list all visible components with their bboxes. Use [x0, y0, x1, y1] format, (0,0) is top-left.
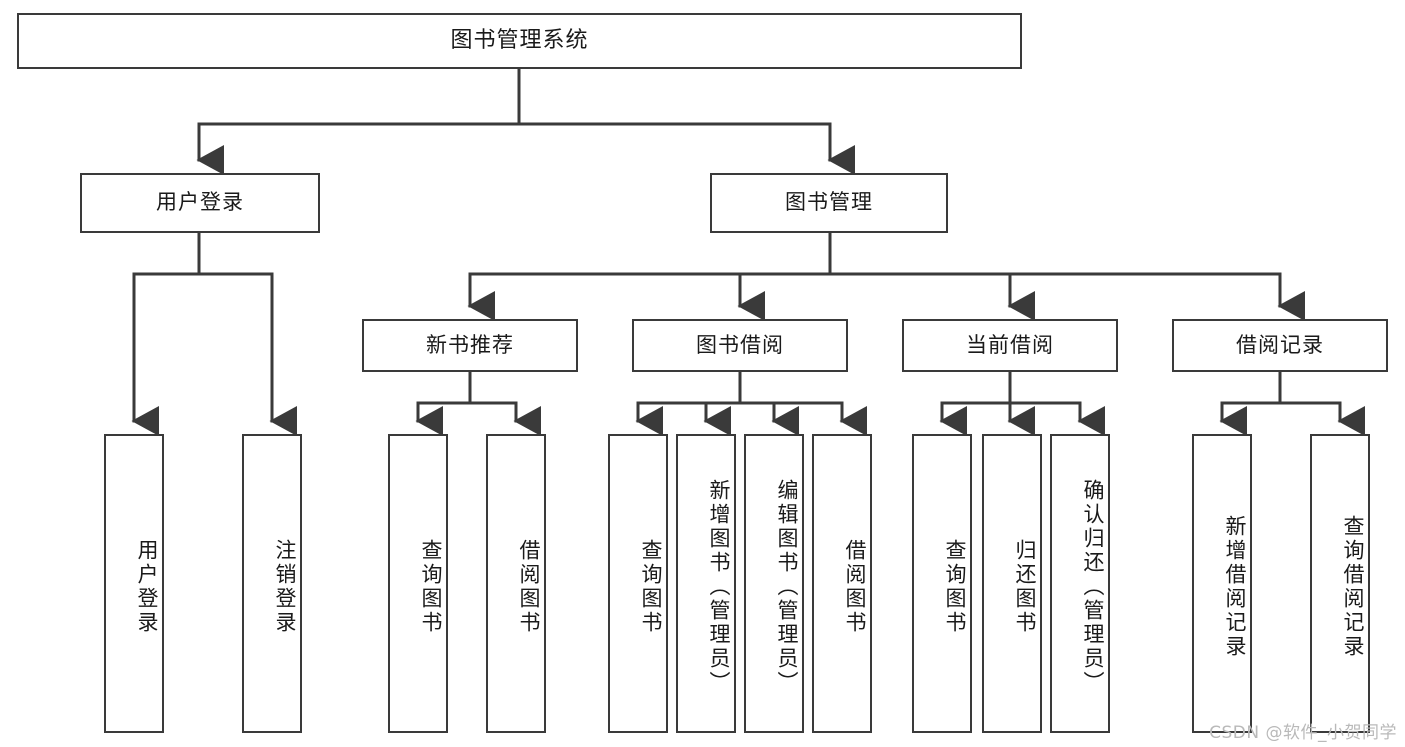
node-label: 确认归还（管理员） [1081, 478, 1105, 695]
node-label: 新书推荐 [426, 332, 514, 357]
node-book-management[interactable]: 图书管理 [710, 173, 948, 233]
node-label: 借阅记录 [1236, 332, 1324, 357]
node-label: 新增图书（管理员） [707, 478, 731, 695]
node-leaf-borrow-book-recommend[interactable]: 借阅图书 [486, 434, 546, 733]
node-label: 查询图书 [419, 538, 443, 635]
node-label: 用户登录 [135, 538, 159, 635]
node-label: 图书借阅 [696, 332, 784, 357]
node-label: 新增借阅记录 [1223, 514, 1247, 659]
node-label: 图书管理系统 [450, 27, 589, 53]
node-leaf-confirm-return-admin[interactable]: 确认归还（管理员） [1050, 434, 1110, 733]
node-leaf-user-login[interactable]: 用户登录 [104, 434, 164, 733]
node-label: 查询图书 [943, 538, 967, 635]
csdn-watermark: CSDN @软件_小贺同学 [1209, 723, 1397, 743]
node-leaf-query-book-recommend[interactable]: 查询图书 [388, 434, 448, 733]
node-label: 借阅图书 [843, 538, 867, 635]
node-leaf-query-book-borrow[interactable]: 查询图书 [608, 434, 668, 733]
node-leaf-query-book-current[interactable]: 查询图书 [912, 434, 972, 733]
node-leaf-borrow-book[interactable]: 借阅图书 [812, 434, 872, 733]
node-leaf-query-borrow-record[interactable]: 查询借阅记录 [1310, 434, 1370, 733]
node-label: 编辑图书（管理员） [775, 478, 799, 695]
node-borrow-record[interactable]: 借阅记录 [1172, 319, 1388, 372]
node-label: 用户登录 [156, 190, 244, 215]
node-leaf-edit-book-admin[interactable]: 编辑图书（管理员） [744, 434, 804, 733]
node-label: 归还图书 [1013, 538, 1037, 635]
node-label: 借阅图书 [517, 538, 541, 635]
node-leaf-add-borrow-record[interactable]: 新增借阅记录 [1192, 434, 1252, 733]
node-label: 查询借阅记录 [1341, 514, 1365, 659]
node-label: 注销登录 [273, 538, 297, 635]
node-leaf-return-book[interactable]: 归还图书 [982, 434, 1042, 733]
node-leaf-logout-login[interactable]: 注销登录 [242, 434, 302, 733]
node-leaf-add-book-admin[interactable]: 新增图书（管理员） [676, 434, 736, 733]
node-new-book-recommend[interactable]: 新书推荐 [362, 319, 578, 372]
node-root-book-management-system[interactable]: 图书管理系统 [17, 13, 1022, 69]
node-label: 图书管理 [785, 190, 873, 215]
node-label: 当前借阅 [966, 332, 1054, 357]
node-label: 查询图书 [639, 538, 663, 635]
node-current-borrow[interactable]: 当前借阅 [902, 319, 1118, 372]
node-book-borrow[interactable]: 图书借阅 [632, 319, 848, 372]
node-user-login[interactable]: 用户登录 [80, 173, 320, 233]
